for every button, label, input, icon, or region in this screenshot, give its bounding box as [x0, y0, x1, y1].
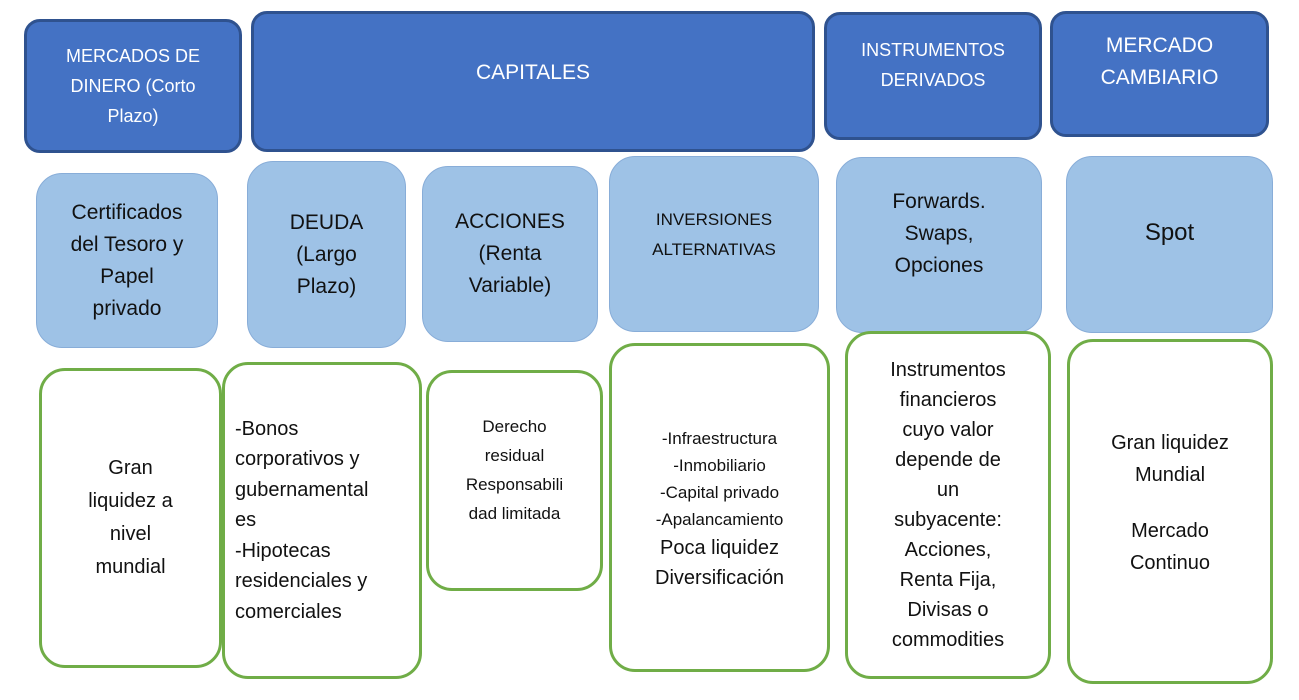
header-line: Plazo) — [107, 106, 159, 126]
detail-line: Continuo — [1129, 552, 1211, 574]
category-line: Certificados — [71, 200, 183, 224]
category-line: (Largo — [296, 242, 357, 266]
detail-line: Divisas o — [907, 599, 989, 621]
detail-line: es — [235, 509, 257, 532]
detail-line: depende de — [895, 449, 1001, 471]
category-deuda: DEUDA (Largo Plazo) — [247, 161, 406, 348]
category-line: del Tesoro y — [70, 232, 184, 256]
detail-deuda: -Bonos corporativos y gubernamental es -… — [222, 362, 422, 679]
detail-instrumentos-derivados: Instrumentos financieros cuyo valor depe… — [845, 331, 1051, 679]
category-line: privado — [92, 296, 162, 320]
category-line: (Renta — [478, 242, 542, 265]
detail-line: corporativos y — [235, 448, 360, 471]
header-line: DINERO (Corto — [70, 76, 196, 96]
detail-line: cuyo valor — [902, 419, 994, 441]
header-line: INSTRUMENTOS — [861, 40, 1005, 60]
detail-line: residual — [484, 446, 545, 465]
detail-line: Diversificación — [655, 567, 784, 589]
detail-line: Poca liquidez — [660, 537, 779, 559]
category-line: ALTERNATIVAS — [652, 240, 776, 259]
detail-line: mundial — [95, 556, 166, 578]
detail-line: Acciones, — [904, 539, 992, 561]
header-line: DERIVADOS — [880, 70, 986, 90]
header-line: CAMBIARIO — [1100, 66, 1219, 89]
category-line: DEUDA — [289, 210, 364, 234]
detail-line: liquidez a — [88, 490, 173, 512]
detail-line: Derecho — [482, 417, 547, 436]
detail-line: nivel — [109, 523, 152, 545]
detail-line: Responsabili — [465, 475, 564, 494]
detail-line: -Inmobiliario — [673, 456, 766, 475]
category-line: Opciones — [894, 254, 984, 277]
header-line: CAPITALES — [476, 61, 590, 84]
detail-acciones: Derecho residual Responsabili dad limita… — [426, 370, 603, 591]
detail-line: comerciales — [235, 600, 342, 623]
detail-line: -Apalancamiento — [655, 510, 784, 529]
detail-line: gubernamental — [235, 478, 369, 501]
header-capitales: CAPITALES — [251, 11, 815, 152]
detail-line: residenciales y — [235, 570, 368, 593]
header-line: MERCADOS DE — [65, 46, 200, 66]
category-forwards-swaps-opciones: Forwards. Swaps, Opciones — [836, 157, 1042, 333]
detail-line: Gran — [108, 457, 153, 479]
category-line: Plazo) — [296, 274, 357, 298]
detail-inversiones-alternativas: -Infraestructura -Inmobiliario -Capital … — [609, 343, 830, 672]
category-certificados: Certificados del Tesoro y Papel privado — [36, 173, 218, 348]
category-line: Papel — [100, 264, 154, 288]
category-line: Variable) — [468, 274, 552, 297]
detail-line: commodities — [891, 629, 1005, 651]
detail-line: Instrumentos — [890, 359, 1006, 381]
header-mercados-de-dinero: MERCADOS DE DINERO (Corto Plazo) — [24, 19, 242, 153]
category-inversiones-alternativas: INVERSIONES ALTERNATIVAS — [609, 156, 819, 332]
category-line: Swaps, — [904, 222, 974, 245]
detail-line: -Capital privado — [659, 483, 780, 502]
detail-line: Mercado — [1131, 520, 1209, 542]
detail-mercado-cambiario: Gran liquidez Mundial Mercado Continuo — [1067, 339, 1273, 684]
detail-line: -Bonos — [235, 417, 299, 440]
detail-line: subyacente: — [894, 509, 1002, 531]
header-mercado-cambiario: MERCADO CAMBIARIO — [1050, 11, 1269, 137]
detail-line: dad limitada — [468, 504, 561, 523]
detail-line: -Hipotecas — [235, 539, 331, 562]
detail-line: Mundial — [1134, 464, 1206, 486]
detail-line: -Infraestructura — [661, 429, 778, 448]
header-line: MERCADO — [1105, 34, 1214, 57]
header-instrumentos-derivados: INSTRUMENTOS DERIVADOS — [824, 12, 1042, 140]
detail-line: un — [936, 479, 960, 501]
category-line: Spot — [1144, 219, 1195, 246]
detail-mercados-de-dinero: Gran liquidez a nivel mundial — [39, 368, 222, 668]
category-line: Forwards. — [892, 190, 986, 213]
category-line: ACCIONES — [455, 210, 565, 233]
category-acciones: ACCIONES (Renta Variable) — [422, 166, 598, 342]
category-line: INVERSIONES — [655, 210, 773, 229]
detail-line: financieros — [899, 389, 997, 411]
category-spot: Spot — [1066, 156, 1273, 333]
detail-line: Gran liquidez — [1111, 432, 1229, 454]
detail-line: Renta Fija, — [899, 569, 997, 591]
